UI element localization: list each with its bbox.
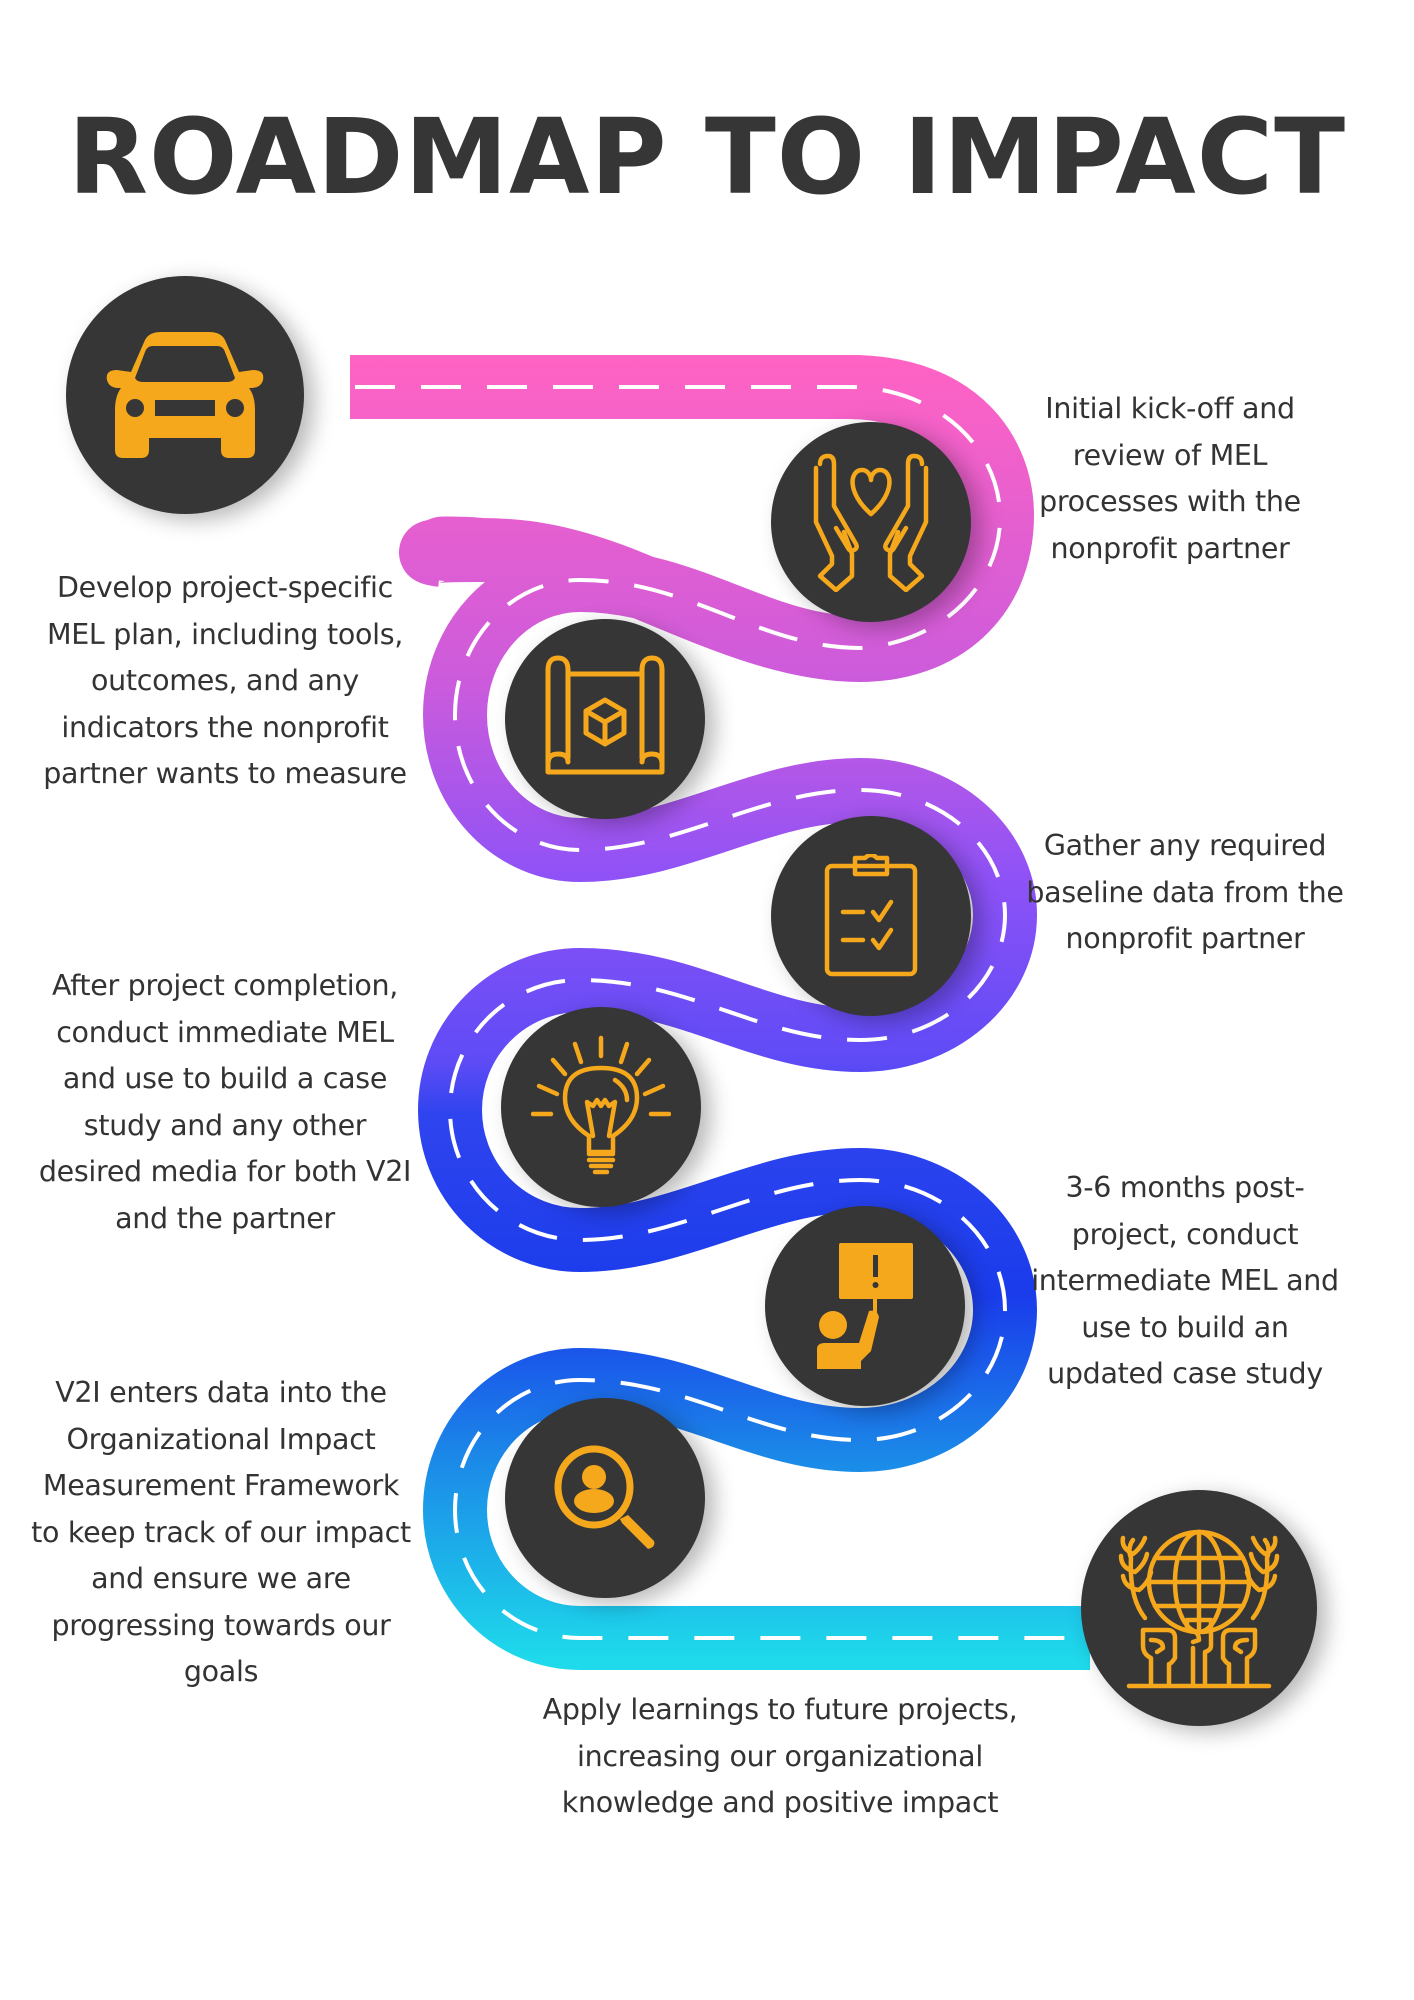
step-2-node bbox=[505, 619, 705, 819]
search-person-icon bbox=[554, 1445, 655, 1549]
car-icon bbox=[106, 332, 264, 458]
blueprint-scroll-icon bbox=[545, 655, 665, 775]
start-node bbox=[66, 276, 304, 514]
person-sign-icon bbox=[817, 1243, 913, 1369]
step-3-text: Gather any required baseline data from t… bbox=[1026, 829, 1344, 955]
step-4-text: After project completion, conduct immedi… bbox=[38, 969, 412, 1235]
step-1-node bbox=[771, 422, 971, 622]
step-7-text: Apply learnings to future projects, incr… bbox=[542, 1693, 1018, 1819]
step-3-node bbox=[771, 816, 971, 1016]
clipboard-checklist-icon bbox=[824, 854, 918, 977]
step-2-text: Develop project-specific MEL plan, inclu… bbox=[43, 571, 407, 790]
step-5-text: 3-6 months post- project, conduct interm… bbox=[1031, 1171, 1339, 1390]
step-7-node bbox=[1081, 1490, 1317, 1726]
step-6-text: V2I enters data into the Organizational … bbox=[31, 1376, 411, 1688]
step-1-text: Initial kick-off and review of MEL proce… bbox=[1039, 392, 1301, 565]
hands-heart-icon bbox=[813, 453, 929, 592]
lightbulb-icon bbox=[531, 1035, 671, 1175]
globe-fists-icon bbox=[1118, 1529, 1280, 1689]
page-title-display: ROADMAP TO IMPACT bbox=[67, 96, 1347, 218]
step-6-node bbox=[505, 1398, 705, 1598]
step-5-node bbox=[765, 1206, 965, 1406]
step-4-node bbox=[501, 1007, 701, 1207]
